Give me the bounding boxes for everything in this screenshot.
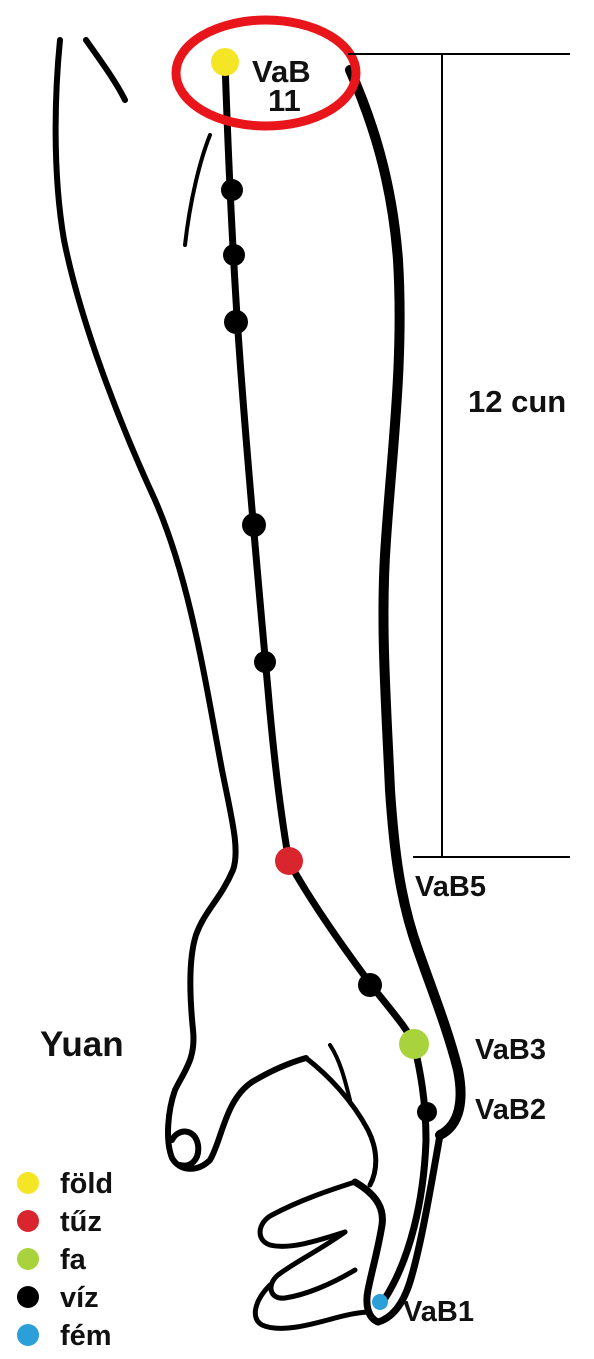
- legend-label: víz: [60, 1282, 99, 1314]
- label-yuan: Yuan: [40, 1025, 124, 1064]
- legend: föld tűz fa víz fém: [17, 1168, 113, 1352]
- point-vab5[interactable]: [275, 847, 303, 875]
- legend-swatch: [17, 1210, 39, 1232]
- label-vab5: VaB5: [415, 871, 486, 903]
- legend-swatch: [17, 1172, 39, 1194]
- label-vab11-line2: 11: [268, 83, 301, 118]
- arm-back-edge: [56, 40, 306, 1169]
- meridian-point[interactable]: [221, 179, 243, 201]
- legend-label: fa: [60, 1244, 87, 1276]
- palm-inner: [306, 1058, 376, 1185]
- legend-label: föld: [60, 1168, 113, 1200]
- meridian-point[interactable]: [224, 310, 248, 334]
- label-vab1: VaB1: [403, 1296, 474, 1328]
- label-vab3: VaB3: [475, 1034, 546, 1066]
- meridian-point[interactable]: [358, 973, 382, 997]
- arm-outline: [56, 40, 461, 1328]
- elbow-crease-left: [86, 40, 125, 100]
- meridian-point[interactable]: [223, 244, 245, 266]
- point-vab3[interactable]: [399, 1029, 429, 1059]
- meridian-point[interactable]: [242, 513, 266, 537]
- legend-swatch: [17, 1286, 39, 1308]
- point-vab11[interactable]: [211, 48, 239, 76]
- legend-swatch: [17, 1324, 39, 1346]
- legend-label: fém: [60, 1320, 112, 1352]
- legend-swatch: [17, 1248, 39, 1270]
- label-vab2: VaB2: [475, 1094, 546, 1126]
- point-vab1[interactable]: [372, 1294, 388, 1310]
- biceps-fold: [185, 135, 210, 245]
- legend-label: tűz: [60, 1206, 102, 1238]
- label-12-cun: 12 cun: [468, 384, 566, 419]
- meridian-point[interactable]: [254, 651, 276, 673]
- meridian-point-vab2[interactable]: [417, 1102, 437, 1122]
